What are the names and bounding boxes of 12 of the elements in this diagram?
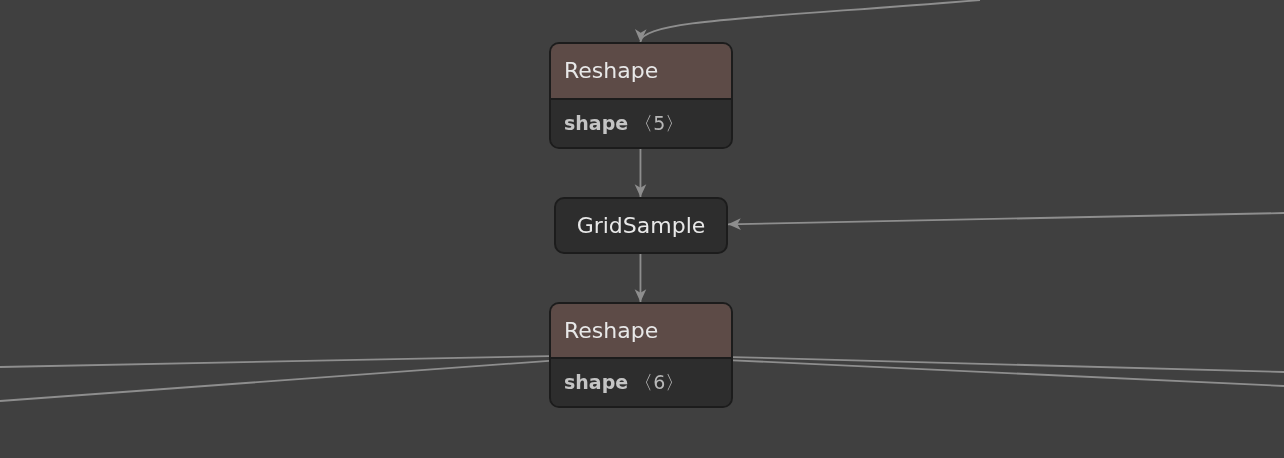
connector-line	[0, 359, 550, 402]
arrow	[634, 253, 647, 303]
operator-title: Reshape	[551, 44, 731, 100]
operator-title: Reshape	[551, 304, 731, 359]
arrow	[634, 148, 647, 198]
operator-node	[549, 302, 733, 408]
operator-node: GridSample	[554, 197, 728, 254]
connector-line	[732, 356, 1284, 373]
connector-line	[732, 359, 1284, 387]
arrow	[727, 212, 1284, 230]
connector-line	[0, 355, 550, 368]
operator-node	[549, 42, 733, 149]
